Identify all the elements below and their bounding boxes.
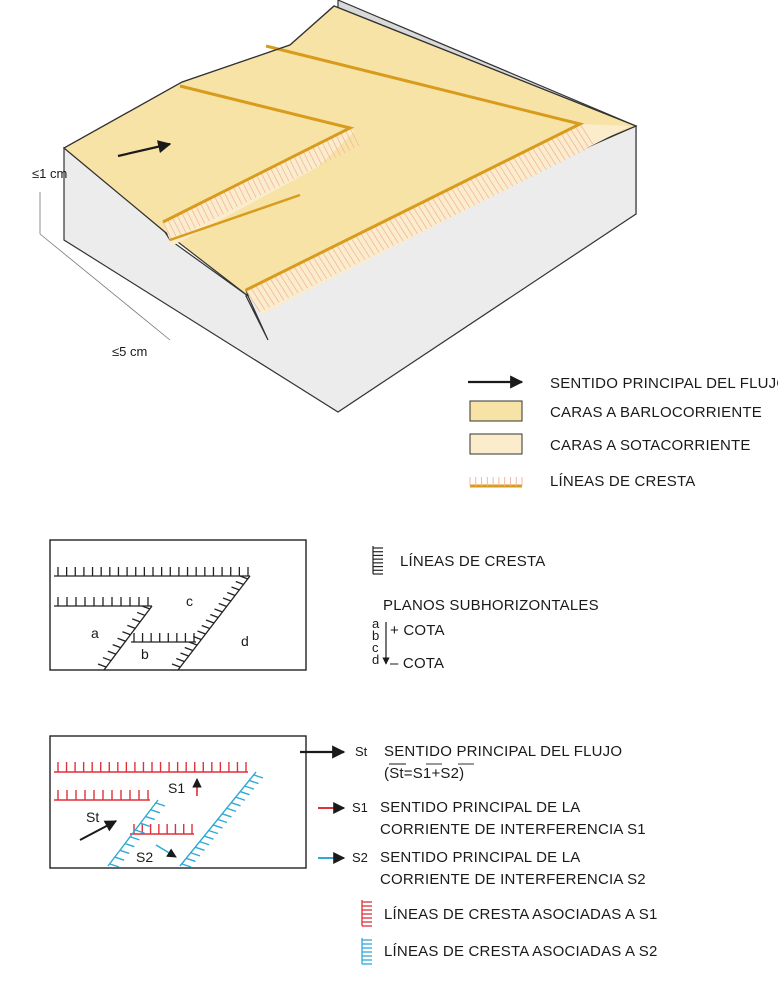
legend-st-text: SENTIDO PRINCIPAL DEL FLUJO: [384, 743, 622, 760]
diagram-planes: a b c d: [49, 539, 307, 671]
legend-stoss-swatch: [469, 400, 523, 422]
legend-s2-line1: SENTIDO PRINCIPAL DE LA: [380, 849, 580, 866]
legend-flow-label: SENTIDO PRINCIPAL DEL FLUJO: [550, 375, 778, 392]
legend-crest-s2-label: LÍNEAS DE CRESTA ASOCIADAS A S2: [384, 943, 658, 960]
legend-interference: St SENTIDO PRINCIPAL DEL FLUJO (St=S1+S2…: [300, 743, 658, 965]
plane-label-d: d: [241, 633, 249, 649]
legend-lee-label: CARAS A SOTACORRIENTE: [550, 437, 751, 454]
top-outline: [63, 5, 637, 149]
plane-label-b: b: [141, 646, 149, 662]
s2-inline-label: S2: [136, 849, 153, 865]
lee-ticks: [162, 123, 595, 313]
plus-level-label: + COTA: [390, 622, 445, 639]
order-letter-c: c: [372, 640, 379, 655]
s1-inline-label: S1: [168, 780, 185, 796]
legend-planes: LÍNEAS DE CRESTA PLANOS SUBHORIZONTALES …: [372, 546, 599, 672]
legend-s1-crest-icon: [361, 900, 372, 927]
legend-st-code: St: [355, 744, 368, 759]
legend-block: SENTIDO PRINCIPAL DEL FLUJO CARAS A BARL…: [468, 375, 778, 490]
st-inline-arrow: [79, 820, 118, 841]
planes-title: PLANOS SUBHORIZONTALES: [383, 597, 599, 614]
order-letter-d: d: [372, 652, 379, 667]
lee-face-2: [246, 124, 630, 314]
legend-s2-crest-icon: [361, 938, 372, 965]
legend-s2-code: S2: [352, 850, 368, 865]
block-diagram: ≤1 cm ≤5 cm: [32, 0, 638, 413]
s2-crests: [107, 771, 264, 868]
planes-frame: [49, 539, 307, 671]
legend-s2-line2: CORRIENTE DE INTERFERENCIA S2: [380, 871, 646, 888]
legend-s1-line1: SENTIDO PRINCIPAL DE LA: [380, 799, 580, 816]
flow-arrow: [117, 140, 172, 158]
legend-lee-swatch: [469, 433, 523, 455]
plane-label-c: c: [186, 593, 193, 609]
s2-inline-arrow: [155, 844, 177, 858]
legend-stoss-label: CARAS A BARLOCORRIENTE: [550, 404, 762, 421]
legend-st-formula: (St=S1+S2): [384, 765, 464, 782]
scale-height-label: ≤1 cm: [32, 166, 67, 181]
planes-crests: [54, 567, 251, 671]
legend-crest-label: LÍNEAS DE CRESTA: [550, 473, 695, 490]
legend-crest-s1-label: LÍNEAS DE CRESTA ASOCIADAS A S1: [384, 906, 658, 923]
interference-frame: [49, 735, 307, 869]
lee-face-1: [163, 128, 368, 246]
s1-crests: [54, 762, 248, 835]
st-inline-label: St: [86, 809, 99, 825]
order-letter-b: b: [372, 628, 379, 643]
minus-level-label: – COTA: [390, 655, 444, 672]
crest-lines: [162, 44, 585, 292]
order-letter-a: a: [372, 616, 380, 631]
scale-length-label: ≤5 cm: [112, 344, 147, 359]
plane-label-a: a: [91, 625, 99, 641]
legend-planes-crest-label: LÍNEAS DE CRESTA: [400, 553, 545, 570]
legend-s1-line2: CORRIENTE DE INTERFERENCIA S1: [380, 821, 646, 838]
legend-crest-icon: [469, 477, 523, 488]
legend-planes-crest-icon: [372, 546, 383, 575]
inner-step: [290, 124, 580, 195]
legend-s1-code: S1: [352, 800, 368, 815]
diagram-interference: S1 St S2: [49, 735, 307, 869]
scale-length-line: [39, 233, 171, 341]
